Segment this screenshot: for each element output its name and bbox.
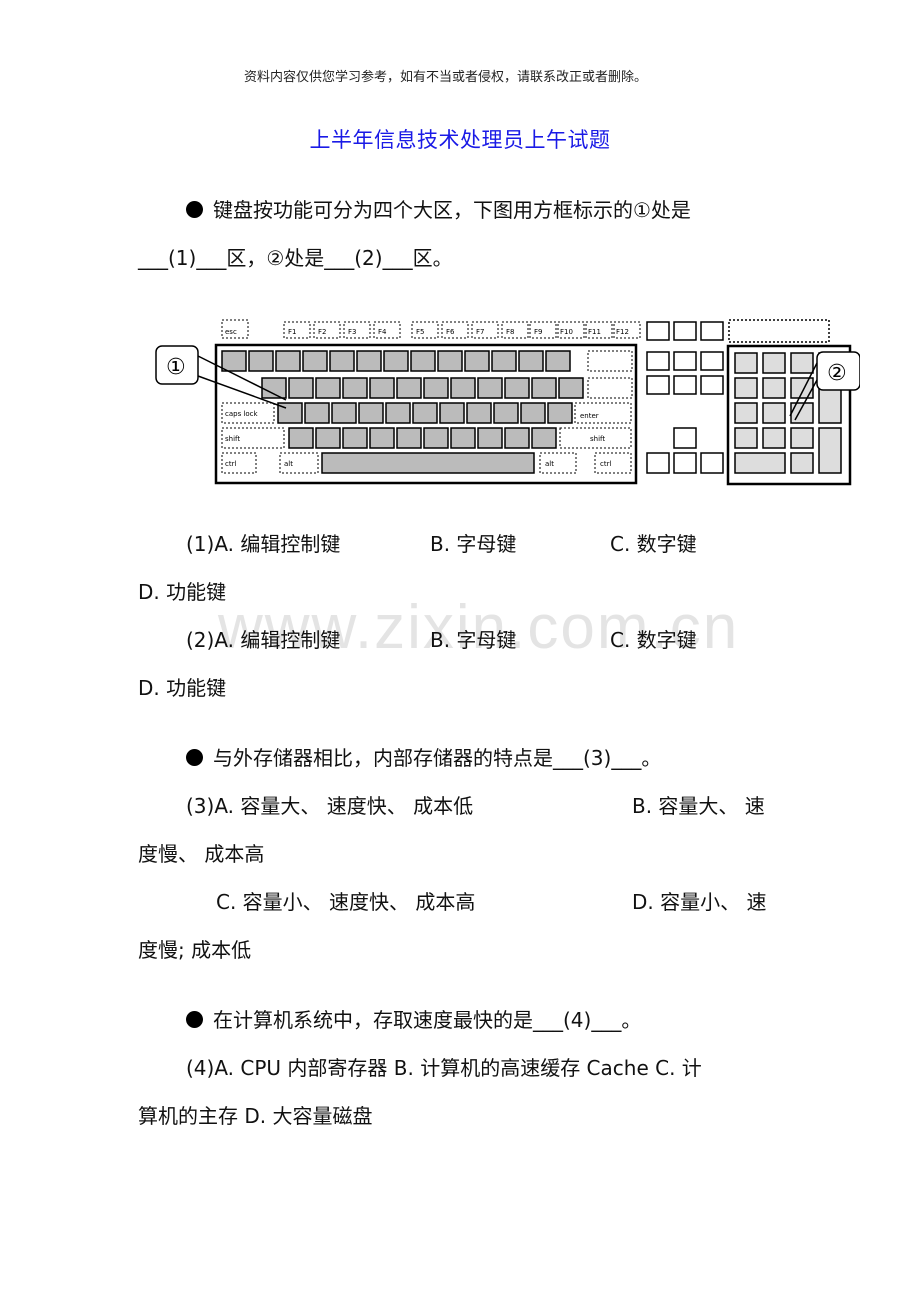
q2-option-d: D. 功能键 (138, 676, 227, 700)
svg-text:F8: F8 (506, 328, 514, 336)
svg-text:F3: F3 (348, 328, 356, 336)
svg-text:ctrl: ctrl (600, 460, 611, 468)
q1-option-b: B. 字母键 (430, 532, 517, 556)
q1-option-a: (1)A. 编辑控制键 (186, 532, 341, 556)
svg-text:F4: F4 (378, 328, 387, 336)
q1-option-c: C. 数字键 (610, 532, 697, 556)
q3-option-d-cont: 度慢; 成本低 (138, 938, 252, 962)
question-1-stem-cont: ___(1)___区，②处是___(2)___区。 (138, 246, 453, 270)
q3-option-b-cont: 度慢、 成本高 (138, 842, 265, 866)
question-4-stem: 在计算机系统中，存取速度最快的是___(4)___。 (186, 1004, 641, 1033)
svg-text:F12: F12 (616, 328, 629, 336)
svg-text:alt: alt (545, 460, 554, 468)
svg-text:shift: shift (225, 435, 240, 443)
keyboard-diagram: ① ② esc F1 F2 F3 F4 F5 F6 F7 F8 F9 F10 F11 F12 c… (155, 319, 860, 486)
bullet-icon (186, 1011, 203, 1028)
svg-text:F6: F6 (446, 328, 455, 336)
svg-text:F11: F11 (588, 328, 601, 336)
q3-option-c: C. 容量小、 速度快、 成本高 (216, 890, 476, 914)
svg-text:F9: F9 (534, 328, 542, 336)
svg-text:caps lock: caps lock (225, 410, 259, 418)
bullet-icon (186, 749, 203, 766)
svg-text:esc: esc (225, 328, 237, 336)
svg-text:alt: alt (284, 460, 293, 468)
page-title: 上半年信息技术处理员上午试题 (309, 128, 611, 152)
svg-text:shift: shift (590, 435, 605, 443)
q4-options: (4)A. CPU 内部寄存器 B. 计算机的高速缓存 Cache C. 计 (186, 1056, 702, 1080)
q3-option-a: (3)A. 容量大、 速度快、 成本低 (186, 794, 474, 818)
q3-option-d: D. 容量小、 速 (632, 890, 767, 914)
watermark: www.zixin.com.cn (218, 593, 740, 662)
svg-text:①: ① (166, 355, 186, 380)
bullet-icon (186, 201, 203, 218)
svg-text:F5: F5 (416, 328, 424, 336)
question-3-stem: 与外存储器相比，内部存储器的特点是___(3)___。 (186, 742, 661, 771)
question-1-stem: 键盘按功能可分为四个大区，下图用方框标示的①处是 (186, 194, 691, 223)
svg-text:F1: F1 (288, 328, 296, 336)
q4-options-cont: 算机的主存 D. 大容量磁盘 (138, 1104, 373, 1128)
q3-option-b: B. 容量大、 速 (632, 794, 765, 818)
svg-text:②: ② (827, 361, 847, 386)
svg-text:F7: F7 (476, 328, 484, 336)
svg-text:F10: F10 (560, 328, 573, 336)
q1-option-d: D. 功能键 (138, 580, 227, 604)
disclaimer-notice: 资料内容仅供您学习参考，如有不当或者侵权，请联系改正或者删除。 (244, 70, 648, 85)
q2-option-c: C. 数字键 (610, 628, 697, 652)
svg-text:ctrl: ctrl (225, 460, 236, 468)
svg-text:F2: F2 (318, 328, 326, 336)
svg-text:enter: enter (580, 412, 599, 420)
q2-option-b: B. 字母键 (430, 628, 517, 652)
q2-option-a: (2)A. 编辑控制键 (186, 628, 341, 652)
